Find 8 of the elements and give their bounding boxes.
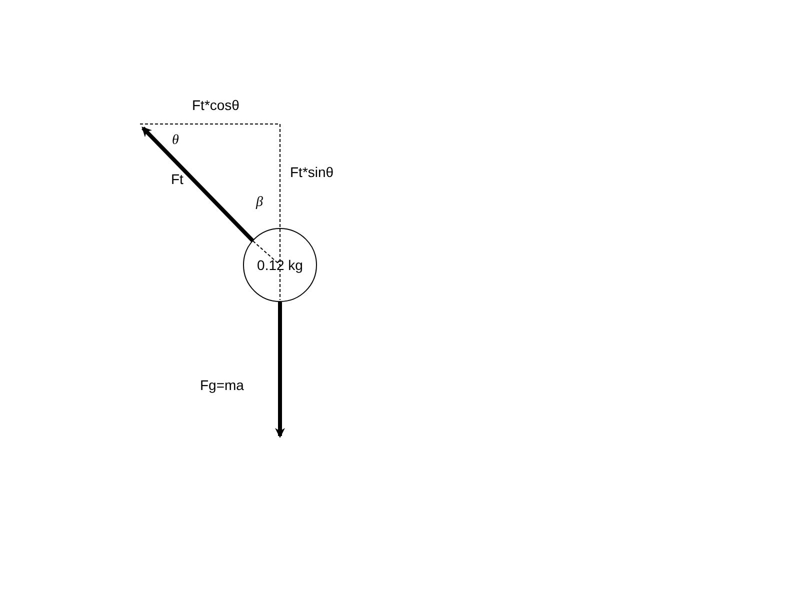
force-label: Ft*cosθ <box>192 98 240 112</box>
mass-circle <box>243 228 317 302</box>
angle-label: θ <box>172 134 179 148</box>
force-label: Ft*sinθ <box>290 165 334 179</box>
angle-label: β <box>256 196 263 210</box>
mass-label: 0.12 kg <box>257 257 303 273</box>
force-label: Fg=ma <box>200 378 244 392</box>
force-label: Ft <box>171 172 184 186</box>
